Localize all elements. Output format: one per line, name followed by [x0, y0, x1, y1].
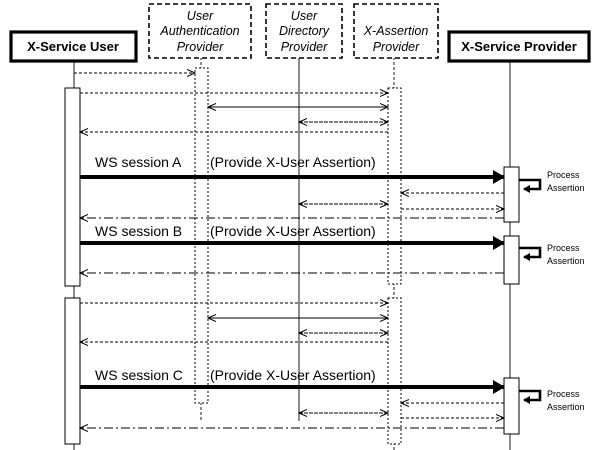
participant-x-service-provider-label: X-Service Provider [461, 39, 577, 54]
session-b-process-arrow [519, 246, 542, 261]
activation-x-service-provider-a [503, 166, 520, 223]
session-a-message: (Provide X-User Assertion) [210, 154, 376, 170]
participant-x-service-provider [447, 30, 591, 63]
session-b-message: (Provide X-User Assertion) [210, 223, 376, 239]
activation-x-service-user-1 [64, 87, 81, 287]
activation-x-assertion-provider-1 [387, 87, 402, 285]
session-a-process-arrow [519, 178, 542, 193]
session-c-process-label-2: Assertion [547, 402, 585, 412]
participant-user-directory-provider [265, 3, 343, 59]
uap-label-line-2: Authentication [159, 24, 239, 38]
udp-label-line-2: Directory [279, 24, 330, 38]
session-a-name: WS session A [95, 154, 182, 170]
participant-user-authentication-provider [148, 3, 252, 59]
participant-x-assertion-provider [353, 3, 439, 59]
session-a-process-label-2: Assertion [547, 183, 585, 193]
session-a-process-label-1: Process [547, 170, 580, 180]
session-b-name: WS session B [95, 223, 182, 239]
activation-x-assertion-provider-2 [387, 297, 402, 445]
session-c-process-label-1: Process [547, 389, 580, 399]
uap-label-line-1: User [187, 9, 214, 23]
activation-x-service-user-2 [64, 297, 81, 445]
xap-label-line-1: X-Assertion [363, 24, 429, 38]
udp-label-line-1: User [291, 9, 318, 23]
uap-label-line-3: Provider [177, 40, 224, 54]
participant-x-service-user [9, 30, 138, 63]
session-b-process-label-2: Assertion [547, 256, 585, 266]
session-c-message: (Provide X-User Assertion) [210, 367, 376, 383]
xap-label-line-2: Provider [373, 40, 420, 54]
activation-x-service-provider-c [503, 377, 520, 435]
session-c-process-arrow [519, 389, 542, 404]
participant-x-service-user-label: X-Service User [27, 39, 119, 54]
udp-label-line-3: Provider [281, 40, 328, 54]
session-b-process-label-1: Process [547, 243, 580, 253]
session-c-name: WS session C [95, 367, 183, 383]
activation-x-service-provider-b [503, 235, 520, 285]
activation-user-authentication-provider [194, 67, 209, 404]
